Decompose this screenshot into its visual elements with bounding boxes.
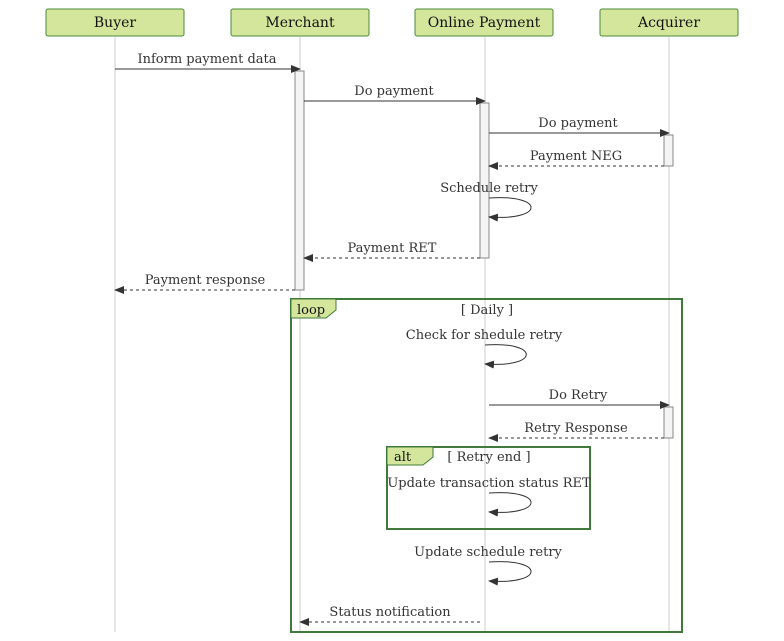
message-label: Schedule retry (440, 181, 538, 196)
participant-buyer-label: Buyer (94, 15, 136, 31)
message-label: Update schedule retry (414, 545, 562, 560)
message-label: Payment NEG (530, 149, 622, 164)
activation-merchant (294, 70, 305, 291)
message-label: Inform payment data (137, 52, 276, 67)
participant-acquirer: Acquirer (599, 8, 739, 37)
participant-merchant: Merchant (230, 8, 370, 37)
participant-online-payment: Online Payment (414, 8, 554, 37)
loop-keyword: loop (297, 303, 325, 318)
message-label: Payment response (145, 273, 266, 288)
activation-bars (294, 70, 674, 439)
participant-acquirer-label: Acquirer (637, 15, 700, 31)
self-message-arrow (488, 561, 532, 586)
message-label: Check for shedule retry (406, 328, 563, 343)
loop-frame: loop [ Daily ] (290, 298, 683, 633)
alt-keyword: alt (394, 450, 412, 465)
alt-frame: alt [ Retry end ] (386, 446, 591, 530)
message-label: Retry Response (524, 421, 628, 436)
participant-online-payment-label: Online Payment (428, 15, 541, 31)
activation-acquirer-1 (663, 134, 674, 167)
participant-headers: Buyer Merchant Online Payment Acquirer (45, 8, 739, 37)
participant-buyer: Buyer (45, 8, 185, 37)
messages: Inform payment data Do payment Do paymen… (114, 52, 670, 626)
loop-condition: [ Daily ] (461, 303, 513, 318)
alt-condition: [ Retry end ] (447, 450, 530, 465)
message-label: Do payment (538, 116, 618, 131)
activation-acquirer-2 (663, 406, 674, 439)
self-message-arrow (488, 492, 532, 517)
self-message-arrow (484, 344, 527, 369)
message-label: Payment RET (348, 241, 437, 256)
participant-merchant-label: Merchant (265, 15, 335, 31)
message-label: Do Retry (549, 388, 608, 403)
message-label: Update transaction status RET (387, 476, 591, 491)
self-message-arrow (488, 197, 532, 222)
message-label: Do payment (354, 84, 434, 99)
message-label: Status notification (329, 605, 451, 620)
